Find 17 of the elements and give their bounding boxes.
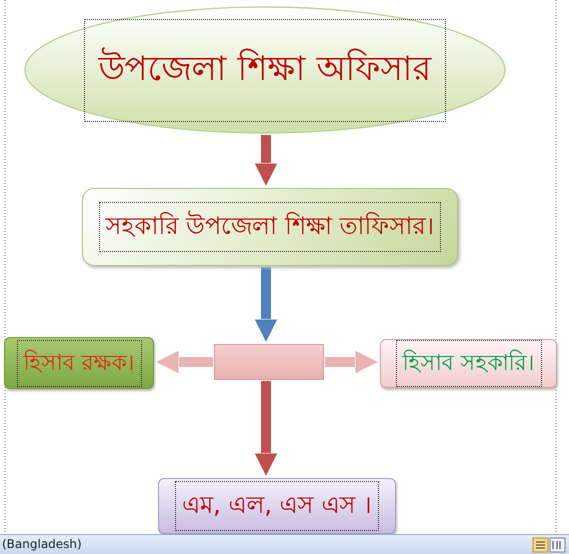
status-text: (Bangladesh) <box>2 537 82 551</box>
ellipse-shape <box>24 6 506 134</box>
node-text: এম, এল, এস এস । <box>176 482 378 530</box>
node-text: হিসাব সহকারি। <box>396 341 540 386</box>
arrow <box>254 135 278 188</box>
arrow <box>325 350 380 374</box>
arrow <box>254 381 278 478</box>
scroll-banner <box>158 478 396 534</box>
hub-box <box>214 344 324 380</box>
node-text: সহকারি উপজেলা শিক্ষা তাফিসার। <box>100 203 440 251</box>
arrow <box>254 267 278 344</box>
process-box <box>82 188 458 266</box>
scroll-banner <box>380 339 557 388</box>
arrow <box>154 350 213 374</box>
node-text: হিসাব রক্ষক। <box>18 340 140 386</box>
scroll-banner <box>4 337 154 389</box>
heading-text: উপজেলা শিক্ষা অফিসার <box>84 20 446 120</box>
